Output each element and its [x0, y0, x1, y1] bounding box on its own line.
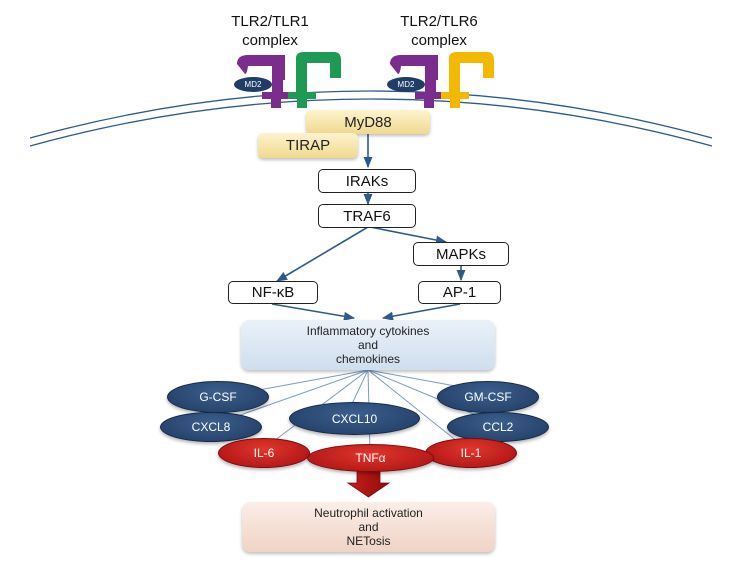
inflammatory-cytokines-box: Inflammatory cytokines and chemokines — [241, 320, 495, 370]
arrow-traf6-to-nfkb — [276, 226, 369, 282]
md2-left: MD2 — [234, 77, 272, 92]
gcsf-ellipse: G-CSF — [167, 381, 269, 413]
tirap-adapter: TIRAP — [258, 133, 358, 158]
outcome-line1: Neutrophil activation — [314, 506, 423, 520]
big-down-arrow — [346, 467, 391, 498]
tlr2-tlr1-complex-title: TLR2/TLR1 complex — [195, 12, 345, 50]
tlr2-tlr6-title-line2: complex — [411, 32, 467, 49]
cxcl10-ellipse: CXCL10 — [289, 402, 420, 435]
ap1-box: AP-1 — [418, 281, 501, 304]
il6-ellipse: IL-6 — [218, 438, 310, 468]
tlr6-receptor — [441, 52, 494, 108]
neutrophil-activation-box: Neutrophil activation and NETosis — [242, 502, 495, 552]
tlr2-tlr1-title-line1: TLR2/TLR1 — [231, 13, 309, 30]
mapks-box: MAPKs — [413, 242, 509, 266]
cytokines-line1: Inflammatory cytokines — [306, 324, 430, 338]
cytokines-line3: chemokines — [335, 352, 401, 366]
gmcsf-ellipse: GM-CSF — [437, 381, 539, 413]
cxcl8-ellipse: CXCL8 — [160, 412, 262, 442]
arrow-nfkb-to-cytokines — [271, 303, 356, 321]
arrow-traf6-to-mapks — [369, 226, 448, 245]
tlr2-tlr6-complex-title: TLR2/TLR6 complex — [364, 12, 514, 50]
iraks-box: IRAKs — [318, 169, 416, 193]
tlr2-tlr1-title-line2: complex — [242, 32, 298, 49]
tlr2-tlr6-title-line1: TLR2/TLR6 — [400, 13, 478, 30]
nfkb-box: NF-κB — [228, 281, 318, 304]
outcome-line2: and — [358, 520, 379, 534]
outcome-line3: NETosis — [346, 534, 391, 548]
tlr2-receptor-right — [390, 55, 443, 108]
tlr2-receptor-left — [237, 55, 290, 108]
arrow-ap1-to-cytokines — [381, 303, 461, 321]
myd88-adapter: MyD88 — [306, 110, 430, 134]
il1-ellipse: IL-1 — [425, 438, 517, 468]
traf6-box: TRAF6 — [318, 204, 416, 228]
md2-right: MD2 — [387, 77, 425, 92]
tnfa-ellipse: TNFα — [307, 444, 434, 472]
tlr1-receptor — [288, 52, 341, 108]
cell-membrane-inner — [29, 98, 713, 147]
cytokines-line2: and — [357, 338, 379, 352]
cell-membrane-outer — [29, 90, 713, 139]
